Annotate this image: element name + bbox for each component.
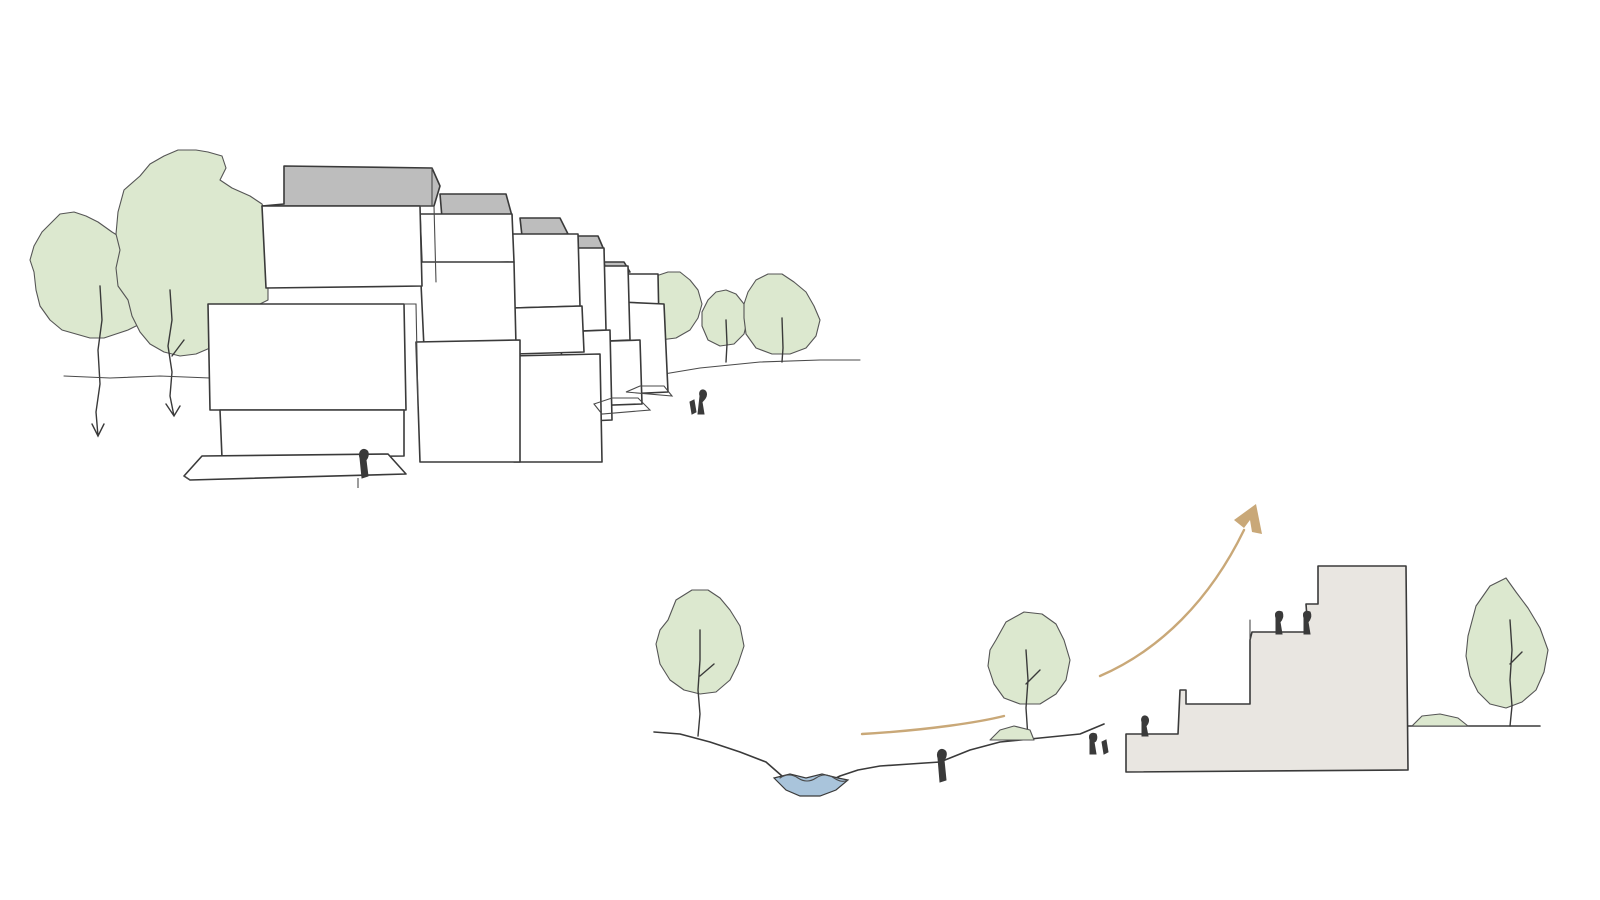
- front-terrace: [183, 453, 407, 481]
- perspective-sketch: [29, 149, 861, 488]
- person-icon: [1141, 715, 1150, 737]
- tree-small-3: [743, 273, 821, 363]
- people-perspective: [357, 389, 707, 488]
- tree-trunk: [91, 285, 105, 438]
- building-block: [511, 305, 585, 355]
- roof-block-front: [261, 165, 441, 207]
- shrub: [1411, 713, 1469, 727]
- person-icon: [1101, 739, 1109, 755]
- tree-canopy: [1465, 577, 1549, 709]
- building-terrace-rails: [1185, 619, 1251, 705]
- ground-line: [63, 359, 861, 379]
- tree-trunk: [781, 317, 784, 363]
- tree-section-mid: [987, 611, 1071, 741]
- person-icon: [697, 389, 707, 415]
- shrub: [989, 725, 1035, 741]
- view-arrow: [860, 528, 1246, 736]
- building-block: [415, 339, 521, 463]
- building-base: [219, 409, 405, 459]
- person-icon: [1089, 732, 1098, 755]
- pond: [772, 773, 850, 797]
- building-block: [509, 353, 603, 463]
- front-terrace-edge: [183, 475, 191, 481]
- tree-trunk: [697, 629, 715, 737]
- building-block: [509, 233, 581, 309]
- building-block-front-lower: [207, 303, 407, 411]
- tree-section-right: [1411, 577, 1549, 727]
- tree-trunk: [725, 319, 728, 363]
- tree-trunk: [1509, 619, 1523, 727]
- building-blocks: [183, 165, 674, 481]
- tree-canopy: [743, 273, 821, 355]
- person-icon: [1303, 610, 1312, 635]
- tree-trunk: [165, 289, 185, 418]
- person-icon: [689, 399, 697, 415]
- tree-small-2: [701, 289, 749, 363]
- building-block: [419, 261, 517, 349]
- building-edge: [403, 303, 419, 407]
- building-block-front-upper: [261, 205, 423, 289]
- section-sketch: [653, 504, 1549, 797]
- stepped-building-section: [1125, 565, 1409, 773]
- person-icon: [937, 749, 947, 783]
- tree-canopy: [701, 289, 749, 347]
- person-icon: [357, 449, 369, 488]
- tree-trunk: [1025, 649, 1041, 739]
- building-edge: [419, 167, 437, 283]
- arrow-head-icon: [1234, 504, 1262, 534]
- people-section: [937, 610, 1312, 783]
- tree-canopy: [987, 611, 1071, 705]
- tree-section-left: [655, 589, 745, 737]
- pond-waves: [779, 774, 849, 782]
- terrace-step: [593, 385, 674, 415]
- person-icon: [1275, 610, 1284, 635]
